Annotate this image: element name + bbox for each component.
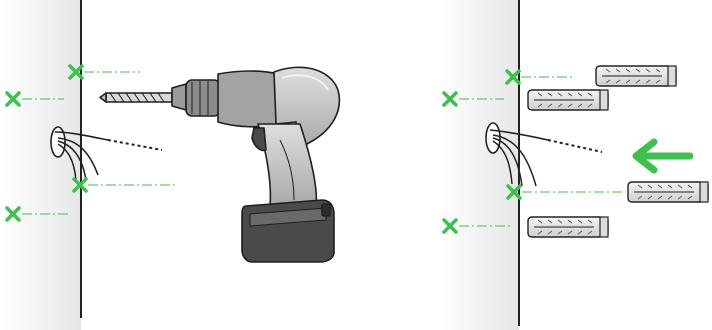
wall-left [0, 0, 81, 330]
cable-hole-icon [50, 126, 163, 181]
marker-cross-icon [442, 91, 504, 107]
drill-icon [99, 66, 341, 263]
marker-cross-icon [442, 218, 510, 234]
marker-cross-icon [68, 64, 140, 80]
marker-cross-icon [72, 177, 176, 193]
marker-cross-icon [505, 69, 575, 85]
arrow-left-icon [632, 138, 694, 174]
wall-plug-icon [595, 65, 677, 87]
marker-cross-icon [506, 184, 622, 200]
wall-plug-icon [527, 89, 609, 111]
wall-right [438, 0, 519, 330]
cable-hole-icon [485, 122, 603, 187]
wall-plug-icon [627, 181, 709, 203]
marker-cross-icon [5, 206, 68, 222]
marker-cross-icon [5, 91, 64, 107]
panel-drilling [0, 0, 341, 330]
panel-wall-plugs [438, 0, 709, 330]
wall-plug-icon [527, 216, 609, 238]
